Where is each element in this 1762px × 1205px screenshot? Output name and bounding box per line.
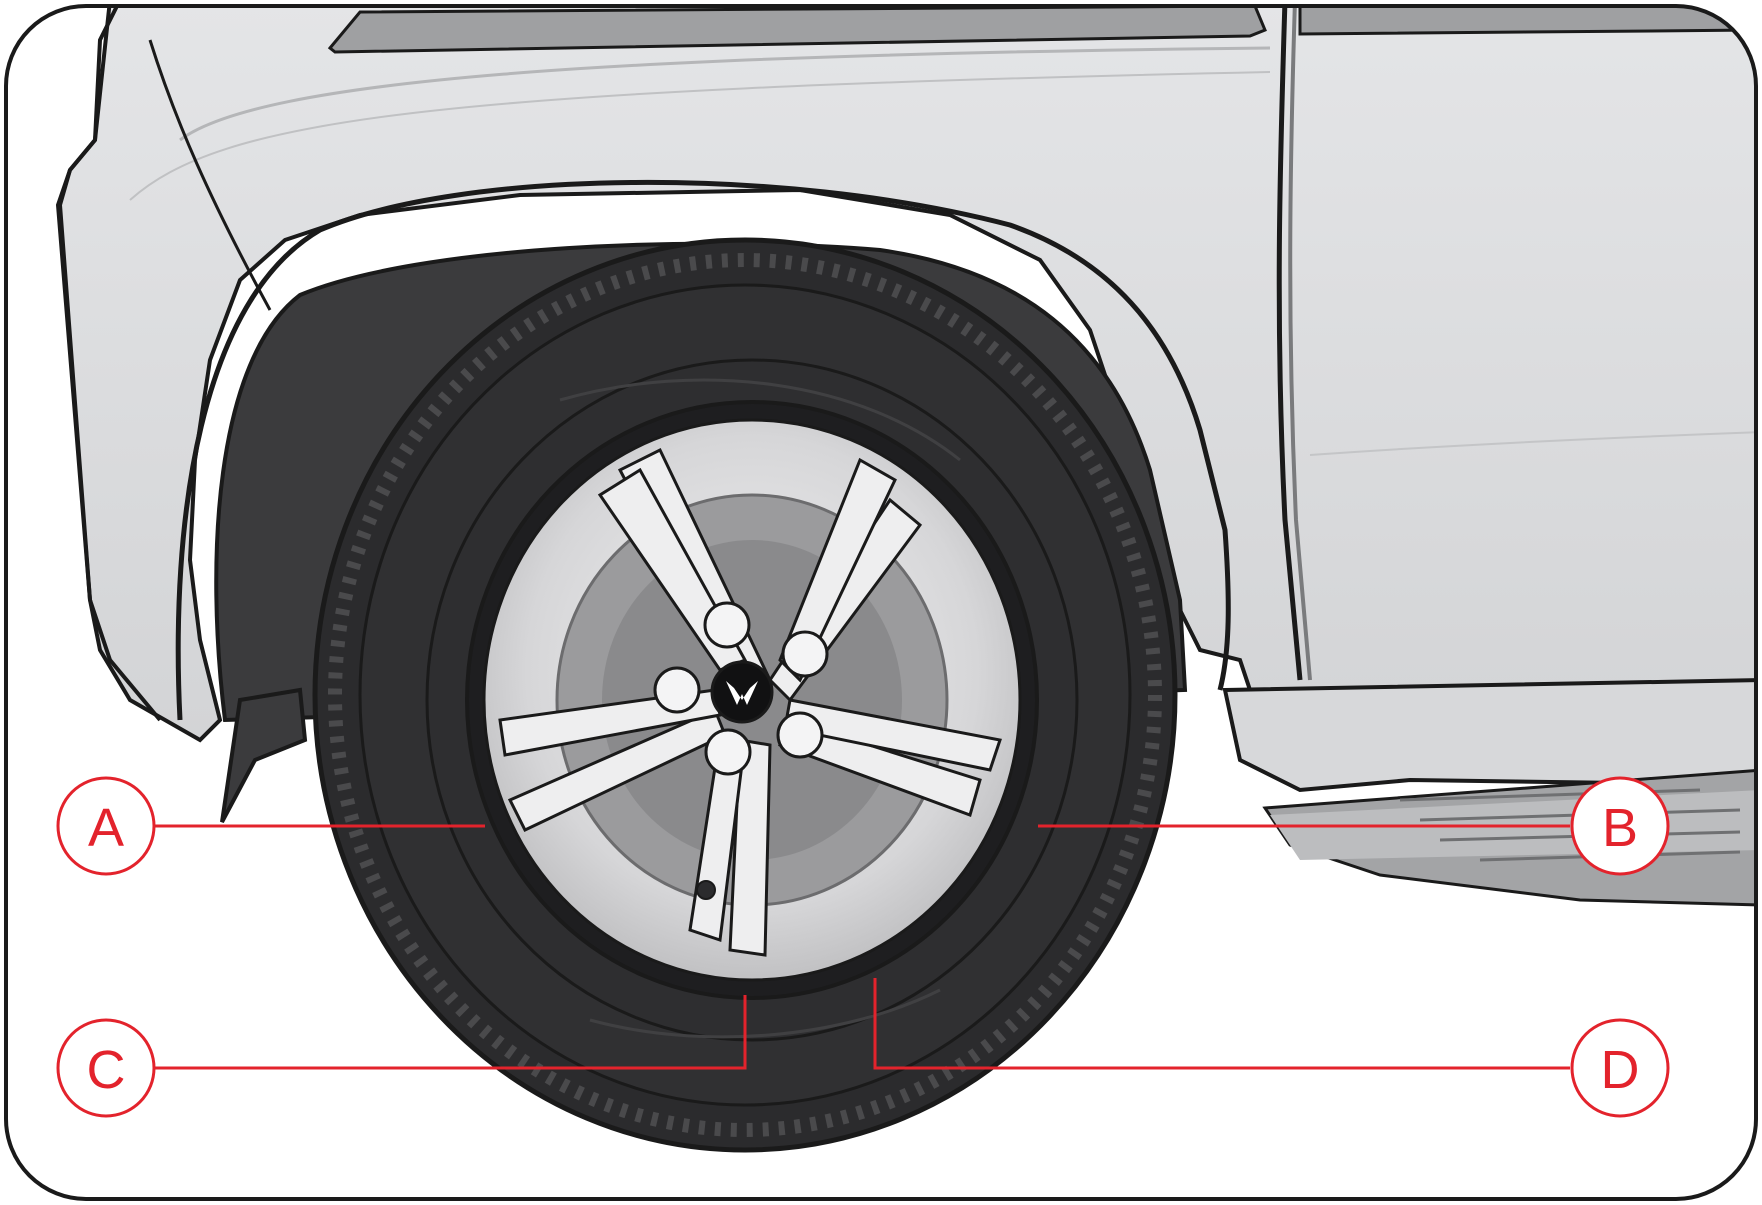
valve-stem [696,880,716,900]
door-crease [1309,431,1756,456]
callout-lines [154,824,1570,1070]
sill-panel [1222,677,1756,793]
center-cap [710,660,774,724]
fender-arch [175,179,1231,721]
callout-label-d: D [1601,1040,1640,1100]
callout-badge-a: A [56,776,156,876]
callout-badge-d: D [1570,1018,1670,1118]
wheel-rim [465,400,1039,1000]
body-crease-upper [179,46,1271,142]
window-strip-rear [1298,6,1756,36]
callout-label-b: B [1602,798,1638,858]
hood-line [148,39,272,311]
door-gap-shadow [1288,6,1312,681]
body-crease-lower [129,71,1271,201]
callout-label-a: A [88,798,124,858]
brand-logo-icon [726,681,758,705]
door-gap [1276,6,1303,681]
mudflap [220,687,308,823]
lug-nuts [653,601,829,776]
callout-line-c [154,995,747,1070]
callout-badge-c: C [56,1018,156,1118]
window-strip-front [327,6,1267,54]
callout-label-c: C [87,1040,126,1100]
callout-badge-b: B [1570,776,1670,876]
frame-border [4,4,1758,1201]
front-bumper-edge [55,6,162,722]
callout-line-d [873,978,1570,1070]
